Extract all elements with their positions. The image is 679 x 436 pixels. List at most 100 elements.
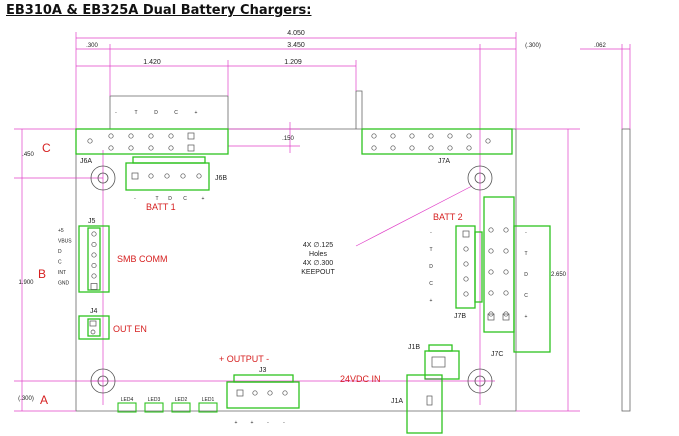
j7b-pad [462,230,470,238]
j5-pad [90,283,98,290]
connector-j3: + OUTPUT - J3 ++-- [219,354,300,426]
zone-label-a: A [40,393,48,407]
j7a-pad [447,145,453,151]
connector-j4: J4 OUT EN [78,308,147,340]
svg-text:4X ∅.300: 4X ∅.300 [303,260,333,267]
j7c-pad [488,269,494,275]
mounting-hole-top-left [90,165,116,191]
svg-text:J5: J5 [88,218,96,225]
j5-pad [91,262,97,269]
batt2-pin-label-4: + [430,298,433,304]
j7a-pad [466,145,472,151]
j7c-pin-labels: -TDC+ [524,230,528,320]
page-title: EB310A & EB325A Dual Battery Chargers: [6,3,312,18]
led-led2: LED2 [171,397,191,413]
j7a-pad [390,133,396,139]
svg-text:J6B: J6B [215,175,227,182]
batt2-pin-label-3: C [429,281,433,287]
j7a-pads [371,133,491,151]
j6a-pin-label-2: D [154,110,158,116]
batt2-label: BATT 2 [433,212,463,222]
j7c-pad [488,248,494,254]
j6b-pad [180,173,186,179]
mounting-holes [90,165,493,394]
j7a-pad [409,133,415,139]
led-label: LED4 [121,397,134,403]
batt1-label: BATT 1 [146,202,176,212]
zone-label-c: C [42,141,51,155]
j6a-pin-label-3: C [174,110,178,116]
led-led1: LED1 [198,397,218,413]
j3-pin-label-2: - [267,420,269,426]
dim-j6-offset: 1.420 [143,59,161,66]
batt2-pin-labels: -TDC+ [429,230,433,304]
j3-pad [252,390,258,396]
led-led4: LED4 [117,397,137,413]
dim-left-height: 1.900 [18,280,34,286]
j5-pads [90,231,98,290]
j6a-pad [87,138,93,144]
j5-pin-label: INT [58,270,66,276]
led-body [198,402,218,413]
j6a-pin-label-4: + [195,110,198,116]
dc-in-label: 24VDC IN [340,374,381,384]
j6b-pad [131,172,139,180]
j3-pin-labels: ++-- [235,420,286,426]
svg-text:J4: J4 [90,308,98,315]
j7a-pad [409,145,415,151]
j7c-pin-label-2: D [524,272,528,278]
j6a-pad [148,133,154,139]
j6a-pin-label-1: T [134,110,137,116]
svg-text:J7C: J7C [491,351,503,358]
j6b-pin-label-2: D [168,196,172,202]
j7b-pad [463,276,469,282]
j7c-pad [503,227,509,233]
dim-right-height: 2.650 [551,272,567,278]
j6a-pad [168,145,174,151]
j5-pad [91,273,97,279]
j3-pad [282,390,288,396]
j7c-pad [502,313,510,321]
j7a-pad [390,145,396,151]
connector-j7c: -TDC+ J7C [483,196,551,358]
j6a-pads [87,132,195,152]
j6b-pin-label-3: C [183,196,187,202]
mounting-hole-top-right [467,165,493,191]
j7a-pad [447,133,453,139]
j5-pin-label: GND [58,281,70,287]
j6b-pin-label-0: - [134,196,136,202]
batt2-pin-label-0: - [430,230,432,236]
j5-pin-label: D [58,249,62,255]
dim-upper-offset: .450 [22,152,34,158]
j7c-pin-label-1: T [524,251,527,257]
svg-text:4X ∅.125: 4X ∅.125 [303,242,333,249]
j3-pin-label-0: + [235,420,238,426]
j6a-pad [108,145,114,151]
svg-text:J3: J3 [259,367,267,374]
j5-pin-label: C [58,260,62,266]
zone-label-b: B [38,267,46,281]
output-label: + OUTPUT - [219,354,269,364]
dim-lower-offset: (.300) [18,396,34,402]
led-row: LED4 LED3 LED2 LED1 [117,397,218,413]
svg-text:Holes: Holes [309,251,327,258]
dim-hole-span: 3.450 [287,42,305,49]
led-led3: LED3 [144,397,164,413]
svg-text:J1B: J1B [408,344,420,351]
dimension-labels: 4.050 .300 3.450 (.300) .062 1.420 1.209… [18,30,606,402]
j3-pad [267,390,273,396]
led-body [171,402,191,413]
connector-j7b: BATT 2 -TDC+ J7B [429,212,483,320]
j5-pin-label: +5 [58,228,64,234]
j6b-pin-label-4: + [202,196,205,202]
j5-pad [91,252,97,258]
dim-overall-width: 4.050 [287,30,305,37]
connector-j6b: J6B - T D C + BATT 1 [125,156,227,212]
j6a-pad [187,132,195,140]
j6b-pin-label-1: T [155,196,158,202]
j7a-pad [466,133,472,139]
